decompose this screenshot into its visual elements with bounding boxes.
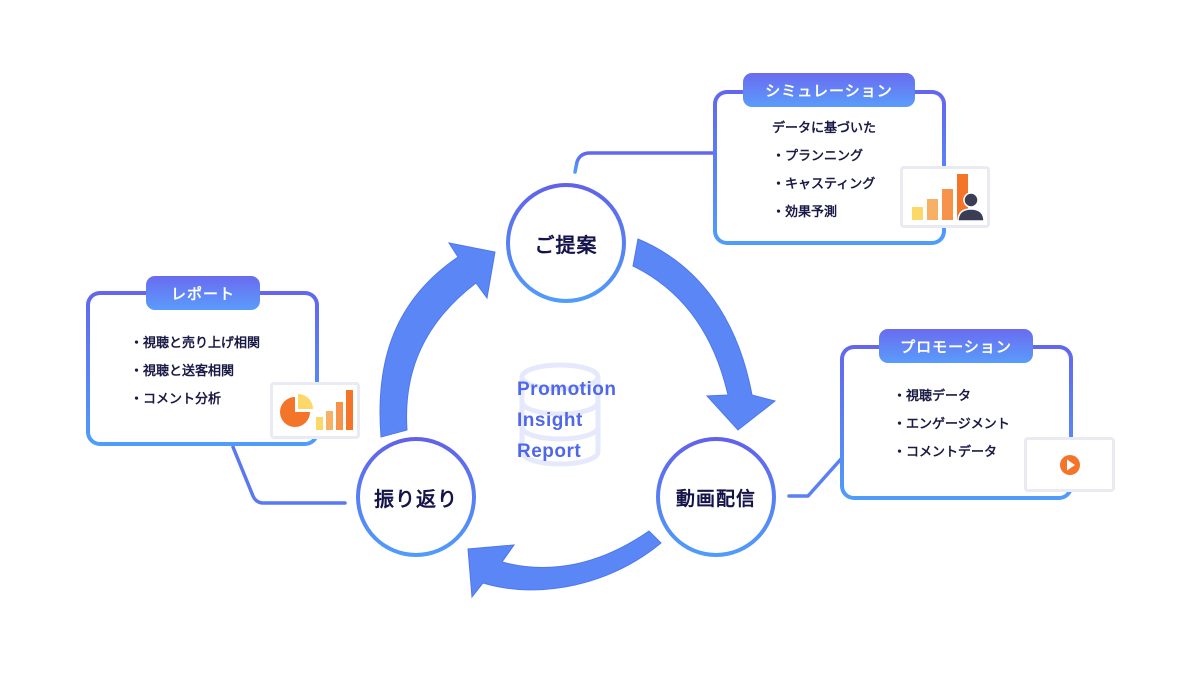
promotion-icon-card [1024,437,1115,492]
simulation-item: プランニング [772,143,876,171]
connector-report [231,445,347,505]
connector-promotion [787,457,843,498]
promotion-item: 視聴データ [893,383,1010,411]
node-delivery: 動画配信 [656,437,776,557]
simulation-intro: データに基づいた [772,121,877,136]
arrow-delivery-to-review [467,530,662,599]
simulation-content: データに基づいた プランニング キャスティング 効果予測 [772,115,876,227]
center-title: Promotion Insight Report [517,374,617,467]
arrow-review-to-proposal [379,242,496,438]
report-item: 視聴と送客相関 [130,358,260,386]
pie-bar-chart-icon [280,390,353,430]
center-title-line: Promotion [517,379,617,400]
database-icon [519,362,601,467]
report-icon-card [270,382,360,439]
simulation-item: キャスティング [772,171,876,199]
report-badge: レポート [146,276,260,310]
promotion-item: エンゲージメント [893,411,1010,439]
promotion-content: 視聴データ エンゲージメント コメントデータ [893,383,1010,467]
connector-simulation [573,151,717,174]
center-title-line: Insight [517,410,583,431]
simulation-badge: シミュレーション [743,73,915,107]
report-content: 視聴と売り上げ相関 視聴と送客相関 コメント分析 [130,330,260,414]
report-item: コメント分析 [130,386,260,414]
bar-chart-person-icon [912,174,985,222]
node-review: 振り返り [356,437,476,557]
promotion-item: コメントデータ [893,439,1010,467]
report-item: 視聴と売り上げ相関 [130,330,260,358]
arrow-proposal-to-delivery [632,238,777,431]
node-proposal: ご提案 [506,183,626,303]
promotion-badge: プロモーション [879,329,1033,363]
simulation-icon-card [900,166,990,228]
simulation-item: 効果予測 [772,199,876,227]
center-title-line: Report [517,441,582,462]
video-play-icon [1060,455,1080,475]
